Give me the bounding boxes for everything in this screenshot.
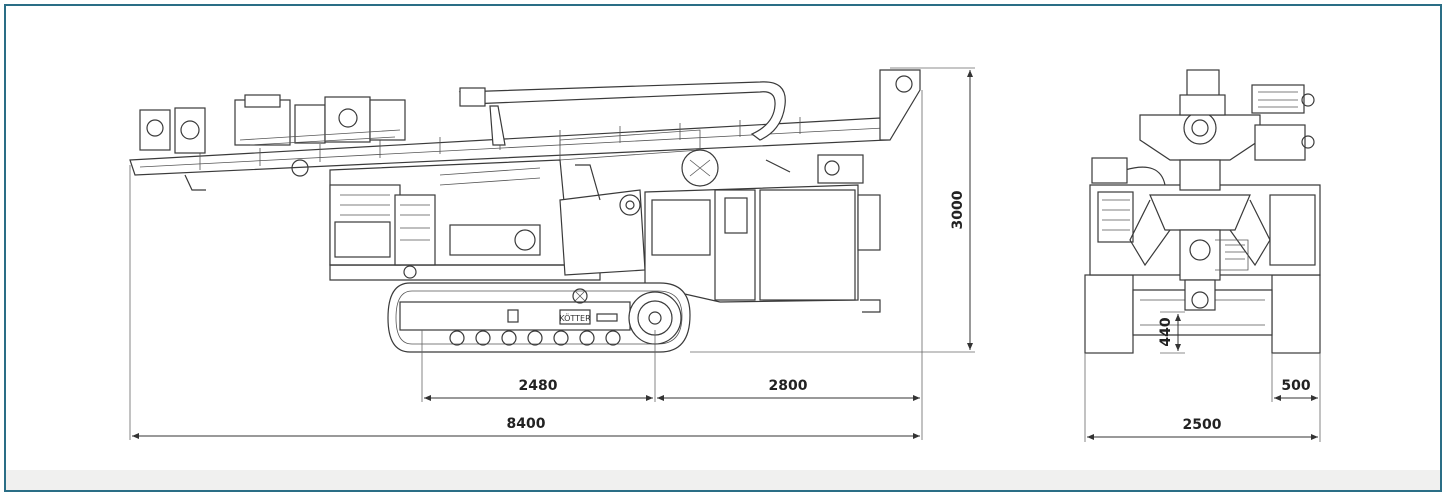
dim-label-overall-length: 8400 [507,416,546,432]
dim-label-overall-height: 3000 [950,190,966,229]
front-dimensions: 440 500 2500 [1084,311,1321,442]
dim-label-overall-width: 2500 [1183,417,1222,433]
crawler-track: KÖTTER [387,282,691,353]
dim-label-rear-overhang: 2800 [769,378,808,394]
track-brand-label: KÖTTER [559,313,591,323]
dim-label-track-wheelbase: 2480 [519,378,558,394]
right-track [1271,274,1321,354]
bottom-band [6,470,1440,490]
front-view: 440 500 2500 [1084,69,1321,442]
dim-label-ground-clearance: 440 [1158,317,1174,346]
operator-cabin [644,154,881,313]
dim-label-track-width: 500 [1281,378,1310,394]
rotary-head-assembly [139,94,406,177]
drill-mast [129,69,921,191]
side-view: KÖTTER 2480 2800 8400 3000 [129,67,975,440]
carrier-body [329,159,601,281]
side-dimensions: 2480 2800 8400 3000 [129,67,975,440]
left-track [1084,274,1134,354]
